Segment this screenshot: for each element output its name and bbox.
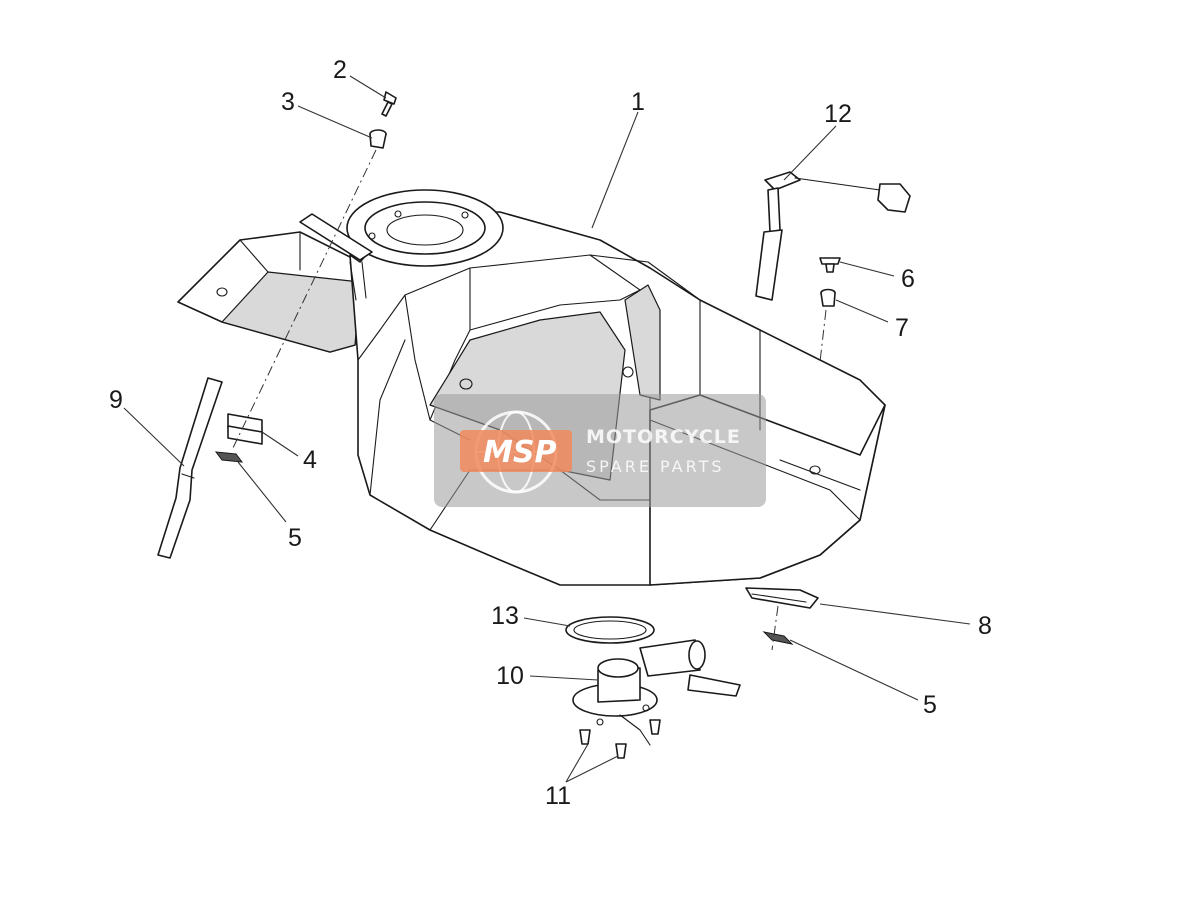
bush-part-3 <box>369 129 387 149</box>
bush-part-7 <box>820 288 836 307</box>
vent-hose-part-9 <box>157 377 223 559</box>
callout-2: 2 <box>333 56 347 84</box>
callout-labels: 1 2 3 4 5 9 12 6 7 8 5 13 10 11 <box>109 56 992 810</box>
callout-1: 1 <box>631 88 645 116</box>
watermark-line-2: SPARE PARTS <box>586 457 725 476</box>
callout-4: 4 <box>303 446 317 474</box>
watermark: MSP MOTORCYCLE SPARE PARTS <box>434 394 766 507</box>
bracket-part-8 <box>745 587 819 609</box>
callout-5-right: 5 <box>923 691 937 719</box>
rivet-part-6 <box>819 257 841 273</box>
clip-part-5-left <box>214 451 244 463</box>
rivet-part-2 <box>381 91 397 117</box>
callout-12: 12 <box>824 100 852 128</box>
callout-13: 13 <box>491 602 519 630</box>
callout-7: 7 <box>895 314 909 342</box>
callout-6: 6 <box>901 265 915 293</box>
fuel-pump-part-10 <box>572 639 741 746</box>
callout-11: 11 <box>545 782 571 810</box>
callout-5-left: 5 <box>288 524 302 552</box>
callout-8: 8 <box>978 612 992 640</box>
watermark-logo-text: MSP <box>483 435 556 470</box>
fuel-level-sensor-part-12 <box>755 171 911 301</box>
callout-3: 3 <box>281 88 295 116</box>
leader-lines <box>123 75 971 783</box>
grommet-part-4 <box>227 413 263 445</box>
screws-part-11 <box>579 719 661 759</box>
assembly-axes <box>231 149 827 651</box>
gasket-part-13 <box>565 616 655 644</box>
callout-9: 9 <box>109 386 123 414</box>
callout-10: 10 <box>496 662 524 690</box>
watermark-line-1: MOTORCYCLE <box>586 426 741 448</box>
clip-part-5-right <box>762 631 794 645</box>
